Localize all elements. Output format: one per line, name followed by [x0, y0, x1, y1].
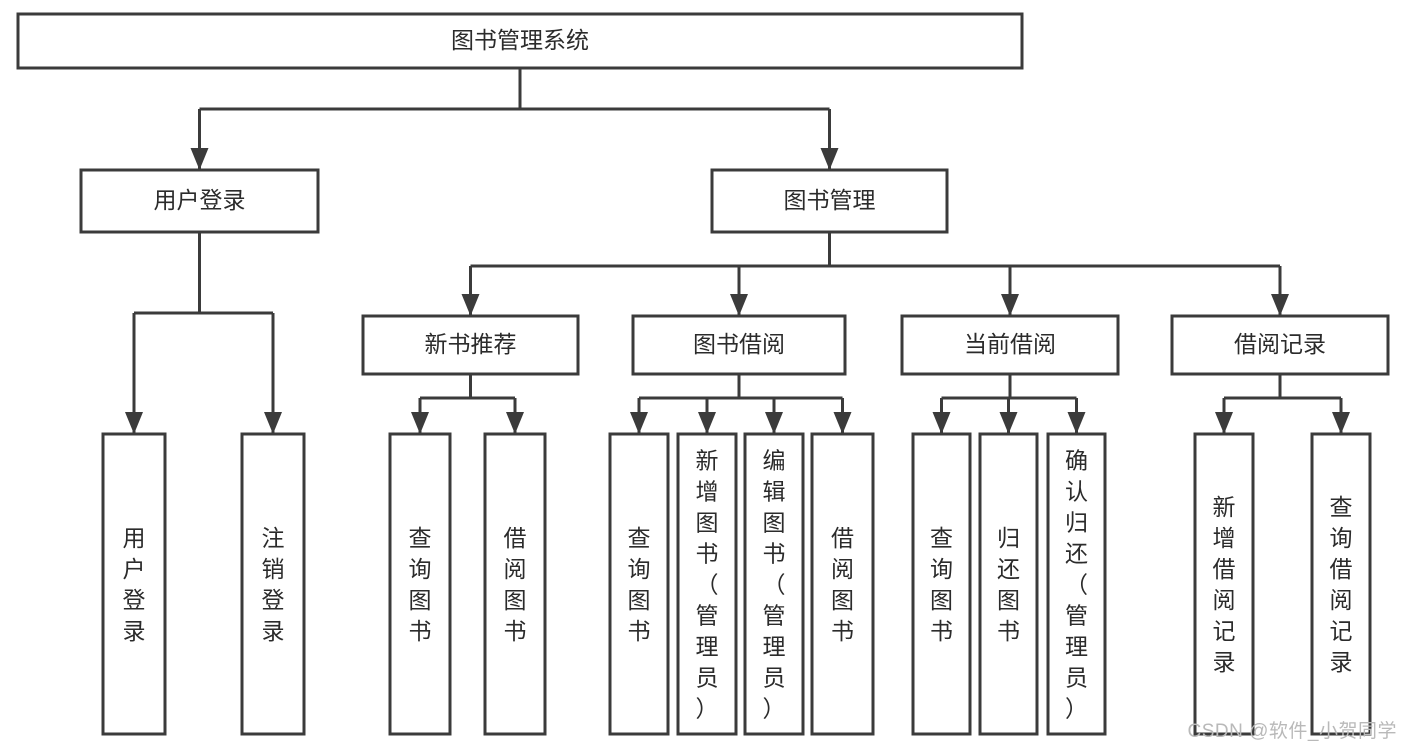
- node-l4_2[interactable]: 查询图书: [388, 432, 452, 736]
- arrow-head-icon: [932, 412, 951, 434]
- node-l4_6[interactable]: 编辑图书（管理员）: [743, 432, 805, 736]
- node-l3_2[interactable]: 当前借阅: [900, 314, 1120, 376]
- node-label: 借阅图书: [504, 525, 527, 644]
- node-l4_8[interactable]: 查询图书: [911, 432, 972, 736]
- node-box: [79, 168, 320, 234]
- node-l4_12[interactable]: 查询借阅记录: [1310, 432, 1372, 736]
- arrow-head-icon: [999, 412, 1018, 434]
- node-box: [16, 12, 1024, 70]
- node-box: [911, 432, 972, 736]
- node-label: 归还图书: [997, 525, 1020, 644]
- arrow-head-icon: [411, 412, 429, 434]
- node-box: [1193, 432, 1255, 736]
- node-l4_9[interactable]: 归还图书: [978, 432, 1039, 736]
- node-label: 注销登录: [262, 525, 285, 644]
- arrow-head-icon: [264, 412, 282, 434]
- node-l4_0[interactable]: 用户登录: [101, 432, 167, 736]
- connector-group-l3_1: [630, 374, 852, 434]
- node-label: 用户登录: [123, 525, 146, 644]
- node-label: 图书管理系统: [451, 27, 589, 53]
- arrow-head-icon: [1332, 412, 1350, 434]
- node-label: 借阅图书: [831, 525, 854, 644]
- node-l2_1[interactable]: 图书管理: [710, 168, 949, 234]
- arrow-head-icon: [630, 412, 648, 434]
- node-box: [1170, 314, 1390, 376]
- arrow-head-icon: [125, 412, 143, 434]
- node-l4_1[interactable]: 注销登录: [240, 432, 306, 736]
- node-box: [361, 314, 580, 376]
- connector-group-l3_3: [1215, 374, 1350, 434]
- node-l2_0[interactable]: 用户登录: [79, 168, 320, 234]
- node-box: [631, 314, 847, 376]
- node-box: [608, 432, 670, 736]
- node-l4_10[interactable]: 确认归还（管理员）: [1046, 432, 1107, 736]
- node-box: [810, 432, 875, 736]
- node-label: 确认归还（管理员）: [1065, 448, 1088, 722]
- node-l3_1[interactable]: 图书借阅: [631, 314, 847, 376]
- arrow-head-icon: [820, 148, 839, 170]
- node-box: [1046, 432, 1107, 736]
- node-root[interactable]: 图书管理系统: [16, 12, 1024, 70]
- node-l4_11[interactable]: 新增借阅记录: [1193, 432, 1255, 736]
- node-l3_0[interactable]: 新书推荐: [361, 314, 580, 376]
- node-box: [743, 432, 805, 736]
- node-l4_4[interactable]: 查询图书: [608, 432, 670, 736]
- node-box: [676, 432, 738, 736]
- node-label: 用户登录: [154, 187, 246, 213]
- node-box: [978, 432, 1039, 736]
- connector-group-l2_0: [125, 232, 282, 434]
- node-label: 当前借阅: [964, 331, 1056, 357]
- node-box: [240, 432, 306, 736]
- node-box: [388, 432, 452, 736]
- node-box: [900, 314, 1120, 376]
- node-box: [710, 168, 949, 234]
- connector-group-root: [190, 68, 839, 170]
- node-label: 新书推荐: [425, 331, 517, 357]
- node-label: 编辑图书（管理员）: [763, 448, 786, 722]
- node-label: 查询图书: [628, 525, 651, 644]
- node-label: 借阅记录: [1234, 331, 1326, 357]
- arrow-head-icon: [1067, 412, 1086, 434]
- node-box: [1310, 432, 1372, 736]
- node-box: [101, 432, 167, 736]
- arrow-head-icon: [1001, 294, 1019, 316]
- arrow-head-icon: [1215, 412, 1233, 434]
- arrow-head-icon: [833, 412, 852, 434]
- connector-group-l3_0: [411, 374, 524, 434]
- connector-layer: [125, 68, 1350, 434]
- node-label: 查询图书: [930, 525, 953, 644]
- node-l4_7[interactable]: 借阅图书: [810, 432, 875, 736]
- arrow-head-icon: [698, 412, 716, 434]
- node-label: 查询借阅记录: [1330, 494, 1353, 675]
- node-layer: 图书管理系统用户登录图书管理新书推荐图书借阅当前借阅借阅记录用户登录注销登录查询…: [16, 12, 1390, 736]
- node-l4_5[interactable]: 新增图书（管理员）: [676, 432, 738, 736]
- node-label: 查询图书: [409, 525, 432, 644]
- arrow-head-icon: [461, 294, 480, 316]
- node-label: 新增借阅记录: [1213, 494, 1236, 675]
- node-label: 图书借阅: [693, 331, 785, 357]
- arrow-head-icon: [765, 412, 783, 434]
- connector-group-l3_2: [932, 374, 1086, 434]
- arrow-head-icon: [1271, 294, 1289, 316]
- node-l4_3[interactable]: 借阅图书: [483, 432, 547, 736]
- node-box: [483, 432, 547, 736]
- arrow-head-icon: [506, 412, 524, 434]
- node-label: 新增图书（管理员）: [696, 448, 719, 722]
- arrow-head-icon: [190, 148, 209, 170]
- arrow-head-icon: [730, 294, 748, 316]
- connector-group-l2_1: [461, 232, 1289, 316]
- node-label: 图书管理: [784, 187, 876, 213]
- node-l3_3[interactable]: 借阅记录: [1170, 314, 1390, 376]
